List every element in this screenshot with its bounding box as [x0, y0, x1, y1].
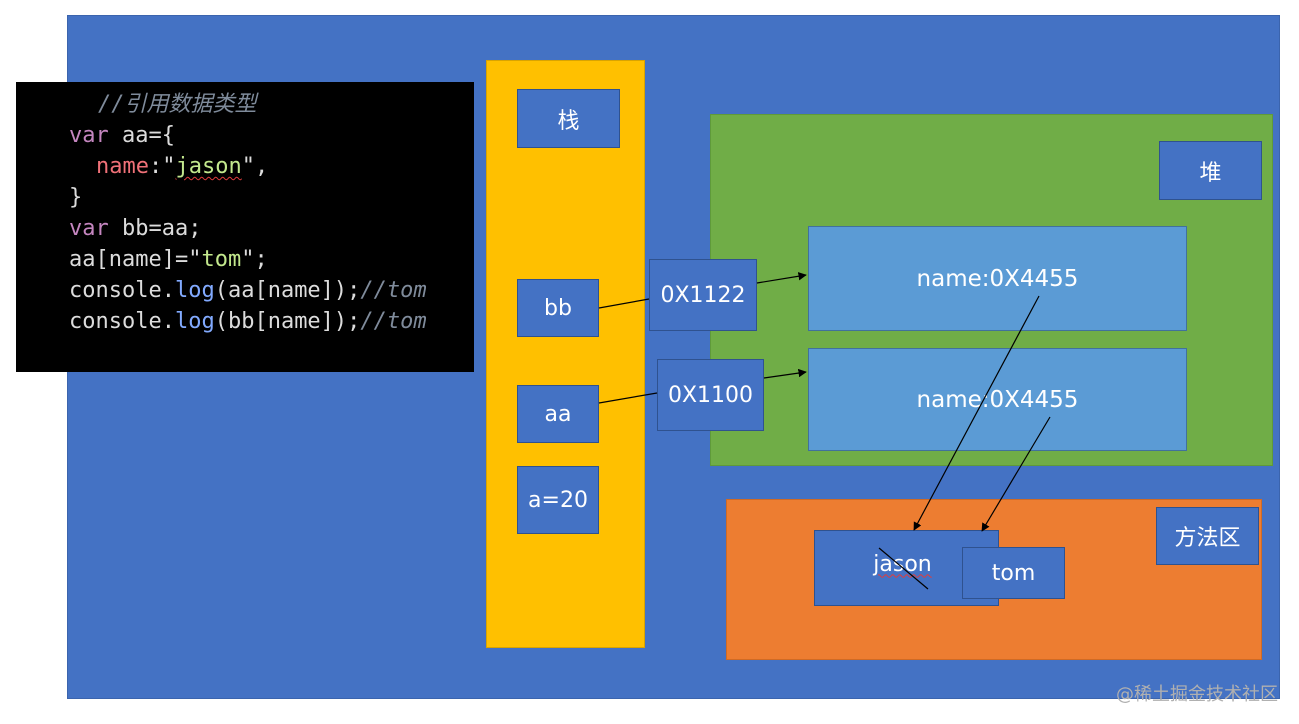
aa-to-address-line	[598, 392, 658, 404]
bb-to-address-line	[598, 298, 650, 309]
address-box-1: 0X1122	[649, 259, 757, 331]
code-panel: //引用数据类型 var aa={ name:"jason", } var bb…	[16, 82, 474, 372]
stack-var-bb: bb	[517, 279, 599, 337]
heap-title: 堆	[1159, 141, 1262, 200]
code-line-1: var aa={	[69, 123, 175, 148]
code-comment: //引用数据类型	[98, 92, 257, 117]
code-line-7: console.log(bb[name]);//tom	[69, 309, 427, 334]
address-box-2: 0X1100	[657, 359, 764, 431]
heap1-to-jason-arrow	[913, 295, 1040, 531]
code-line-3: }	[69, 185, 83, 210]
stack-region	[486, 60, 645, 648]
address1-to-heap-arrow	[756, 272, 807, 284]
stack-var-aa: aa	[517, 385, 599, 443]
string-tom-box: tom	[962, 547, 1065, 599]
address2-to-heap-arrow	[763, 368, 807, 379]
method-area-title: 方法区	[1156, 507, 1259, 565]
code-line-6: console.log(aa[name]);//tom	[69, 278, 427, 303]
watermark: @稀土掘金技术社区	[1116, 684, 1278, 705]
code-line-2: name:"jason",	[96, 154, 269, 179]
string-jason-label: jason	[873, 551, 932, 577]
heap-object-1: name:0X4455	[808, 226, 1187, 331]
code-line-4: var bb=aa;	[69, 216, 202, 241]
heap-object-2: name:0X4455	[808, 348, 1187, 451]
jason-strikethrough	[878, 547, 929, 590]
code-line-5: aa[name]="tom";	[69, 247, 268, 272]
stack-title: 栈	[517, 89, 620, 148]
stack-var-a: a=20	[517, 466, 599, 534]
heap2-to-tom-arrow	[981, 416, 1051, 532]
